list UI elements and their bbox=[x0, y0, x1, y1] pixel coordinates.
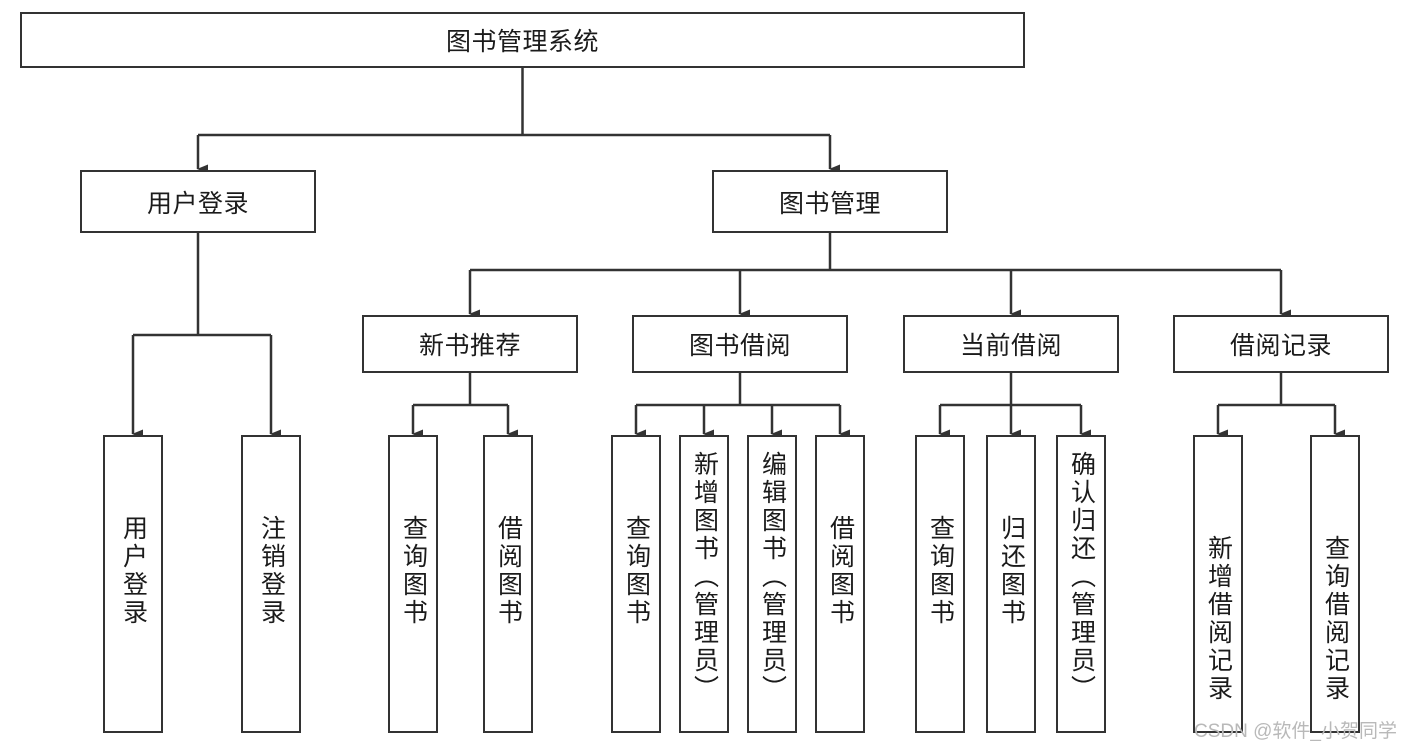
node-label: 图书管理系统 bbox=[445, 28, 599, 56]
leaf-node-return-book[interactable]: 归还图书 bbox=[986, 435, 1036, 733]
leaf-node-query-book-cb[interactable]: 查询图书 bbox=[915, 435, 965, 733]
node-label: 注销登录 bbox=[257, 515, 286, 627]
node-label: 借阅图书 bbox=[826, 515, 855, 627]
node-label: 编辑图书（管理员） bbox=[758, 451, 787, 703]
node-label: 查询图书 bbox=[399, 515, 428, 627]
node-user-login[interactable]: 用户登录 bbox=[80, 170, 316, 233]
leaf-node-query-book-rec[interactable]: 查询图书 bbox=[388, 435, 438, 733]
node-label: 查询借阅记录 bbox=[1321, 535, 1350, 703]
leaf-node-confirm-return-admin[interactable]: 确认归还（管理员） bbox=[1056, 435, 1106, 733]
node-label: 借阅记录 bbox=[1229, 332, 1332, 360]
node-system-root[interactable]: 图书管理系统 bbox=[20, 12, 1025, 68]
leaf-node-user-logout[interactable]: 注销登录 bbox=[241, 435, 301, 733]
node-label: 新增图书（管理员） bbox=[690, 451, 719, 703]
csdn-watermark: CSDN @软件_小贺同学 bbox=[1194, 721, 1397, 742]
leaf-node-edit-book-admin[interactable]: 编辑图书（管理员） bbox=[747, 435, 797, 733]
leaf-node-user-login[interactable]: 用户登录 bbox=[103, 435, 163, 733]
node-label: 用户登录 bbox=[119, 515, 148, 627]
leaf-node-add-book-admin[interactable]: 新增图书（管理员） bbox=[679, 435, 729, 733]
node-new-book-recommend[interactable]: 新书推荐 bbox=[362, 315, 578, 373]
node-label: 查询图书 bbox=[622, 515, 651, 627]
leaf-node-add-borrow-record[interactable]: 新增借阅记录 bbox=[1193, 435, 1243, 733]
node-label: 当前借阅 bbox=[959, 332, 1062, 360]
node-book-borrow[interactable]: 图书借阅 bbox=[632, 315, 848, 373]
node-label: 用户登录 bbox=[146, 189, 249, 218]
node-label: 新书推荐 bbox=[418, 332, 521, 360]
leaf-node-borrow-book-bb[interactable]: 借阅图书 bbox=[815, 435, 865, 733]
node-label: 新增借阅记录 bbox=[1204, 535, 1233, 703]
node-label: 图书管理 bbox=[778, 189, 881, 218]
node-book-management[interactable]: 图书管理 bbox=[712, 170, 948, 233]
node-label: 图书借阅 bbox=[688, 332, 791, 360]
node-borrow-record[interactable]: 借阅记录 bbox=[1173, 315, 1389, 373]
node-current-borrow[interactable]: 当前借阅 bbox=[903, 315, 1119, 373]
node-label: 确认归还（管理员） bbox=[1067, 451, 1096, 703]
node-label: 借阅图书 bbox=[494, 515, 523, 627]
leaf-node-borrow-book-rec[interactable]: 借阅图书 bbox=[483, 435, 533, 733]
node-label: 归还图书 bbox=[997, 515, 1026, 627]
leaf-node-query-book-bb[interactable]: 查询图书 bbox=[611, 435, 661, 733]
leaf-node-query-borrow-record[interactable]: 查询借阅记录 bbox=[1310, 435, 1360, 733]
node-label: 查询图书 bbox=[926, 515, 955, 627]
